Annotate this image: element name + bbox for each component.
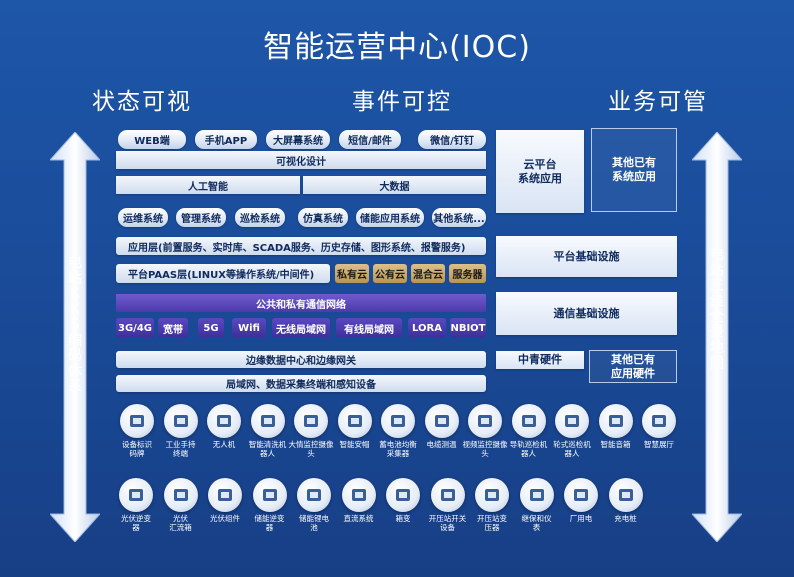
3d-panorama-label: 电站三维全景地图 bbox=[709, 248, 725, 372]
smart-hall-icon bbox=[642, 404, 676, 438]
device-label: 充电桩 bbox=[597, 514, 655, 523]
device-item: 蓄电池均衡 采集器 bbox=[375, 404, 421, 458]
network-title-bar: 公共和私有通信网络 bbox=[116, 294, 486, 312]
page-title: 智能运营中心(IOC) bbox=[0, 22, 794, 66]
pv-inverter-icon bbox=[119, 478, 153, 512]
system-other: 其他系统... bbox=[432, 208, 486, 227]
public-cloud-tag: 公有云 bbox=[373, 264, 407, 283]
video-camera-icon bbox=[468, 404, 502, 438]
network-wired-lan: 有线局域网 bbox=[336, 318, 402, 338]
kks-coding-label: 电站KKS编码体系 bbox=[67, 256, 83, 396]
wheeled-robot-icon bbox=[555, 404, 589, 438]
device-item: 光伏 汇流箱 bbox=[158, 478, 204, 532]
smart-speaker-icon bbox=[599, 404, 633, 438]
visual-design-bar: 可视化设计 bbox=[116, 151, 486, 169]
network-nbiot: NBIOT bbox=[450, 318, 486, 338]
lithium-battery-icon bbox=[297, 478, 331, 512]
comm-infrastructure-box: 通信基础设施 bbox=[496, 292, 677, 335]
rail-robot-icon bbox=[512, 404, 546, 438]
system-inspection: 巡检系统 bbox=[235, 208, 285, 227]
system-simulation: 仿真系统 bbox=[298, 208, 348, 227]
handheld-terminal-icon bbox=[164, 404, 198, 438]
channel-big-screen: 大屏幕系统 bbox=[266, 130, 330, 149]
device-item: 工业手持 终端 bbox=[158, 404, 204, 458]
safety-helmet-icon bbox=[338, 404, 372, 438]
paas-layer-bar: 平台PAAS层(LINUX等操作系统/中间件) bbox=[116, 264, 330, 283]
substation-transformer-icon bbox=[475, 478, 509, 512]
bigdata-bar: 大数据 bbox=[303, 176, 486, 194]
channel-sms-email: 短信/邮件 bbox=[339, 130, 401, 149]
system-storage-app: 储能应用系统 bbox=[356, 208, 424, 227]
hybrid-cloud-tag: 混合云 bbox=[411, 264, 445, 283]
lan-terminal-bar: 局域网、数据采集终端和感知设备 bbox=[116, 375, 486, 392]
device-item: 继保和仪 表 bbox=[514, 478, 560, 532]
header-event-control: 事件可控 bbox=[352, 82, 452, 116]
solar-panel-icon bbox=[208, 478, 242, 512]
network-wifi: Wifi bbox=[232, 318, 266, 338]
qr-code-icon bbox=[120, 404, 154, 438]
channel-wechat-dingtalk: 微信/钉钉 bbox=[418, 130, 486, 149]
switchgear-icon bbox=[431, 478, 465, 512]
battery-collector-icon bbox=[381, 404, 415, 438]
network-lora: LORA bbox=[408, 318, 446, 338]
header-business-manage: 业务可管 bbox=[608, 82, 708, 116]
cable-temperature-icon bbox=[425, 404, 459, 438]
box-transformer-icon bbox=[386, 478, 420, 512]
channel-web: WEB端 bbox=[118, 130, 186, 149]
relay-meter-icon bbox=[520, 478, 554, 512]
other-systems-box: 其他已有 系统应用 bbox=[591, 128, 677, 212]
other-hardware-box: 其他已有 应用硬件 bbox=[589, 350, 677, 383]
combiner-box-icon bbox=[164, 478, 198, 512]
platform-infrastructure-box: 平台基础设施 bbox=[496, 236, 677, 277]
dc-system-icon bbox=[342, 478, 376, 512]
device-item: 智慧展厅 bbox=[636, 404, 682, 449]
system-ops: 运维系统 bbox=[118, 208, 168, 227]
ai-bar: 人工智能 bbox=[116, 176, 300, 194]
network-5g: 5G bbox=[198, 318, 224, 338]
device-item: 储能锂电 池 bbox=[291, 478, 337, 532]
app-layer-bar: 应用层(前置服务、实时库、SCADA服务、历史存储、图形系统、报警服务) bbox=[116, 237, 486, 255]
zhongqing-hardware-box: 中青硬件 bbox=[496, 351, 584, 369]
network-3g4g: 3G/4G bbox=[116, 318, 154, 338]
device-item: 大情监控摄像 头 bbox=[288, 404, 334, 458]
channel-mobile-app: 手机APP bbox=[195, 130, 257, 149]
edge-gateway-bar: 边缘数据中心和边缘网关 bbox=[116, 351, 486, 368]
device-item: 充电桩 bbox=[603, 478, 649, 523]
device-label: 智慧展厅 bbox=[630, 440, 688, 449]
cloud-platform-box: 云平台 系统应用 bbox=[496, 130, 584, 213]
device-item: 轮式巡检机 器人 bbox=[549, 404, 595, 458]
cleaning-robot-icon bbox=[251, 404, 285, 438]
plant-power-icon bbox=[564, 478, 598, 512]
network-broadband: 宽带 bbox=[158, 318, 188, 338]
private-cloud-tag: 私有云 bbox=[335, 264, 369, 283]
charging-pile-icon bbox=[609, 478, 643, 512]
storage-inverter-icon bbox=[253, 478, 287, 512]
drone-icon bbox=[207, 404, 241, 438]
surveillance-camera-icon bbox=[294, 404, 328, 438]
server-tag: 服务器 bbox=[449, 264, 486, 283]
header-status-visible: 状态可视 bbox=[92, 82, 192, 116]
network-wireless-lan: 无线局域网 bbox=[272, 318, 330, 338]
system-management: 管理系统 bbox=[176, 208, 226, 227]
